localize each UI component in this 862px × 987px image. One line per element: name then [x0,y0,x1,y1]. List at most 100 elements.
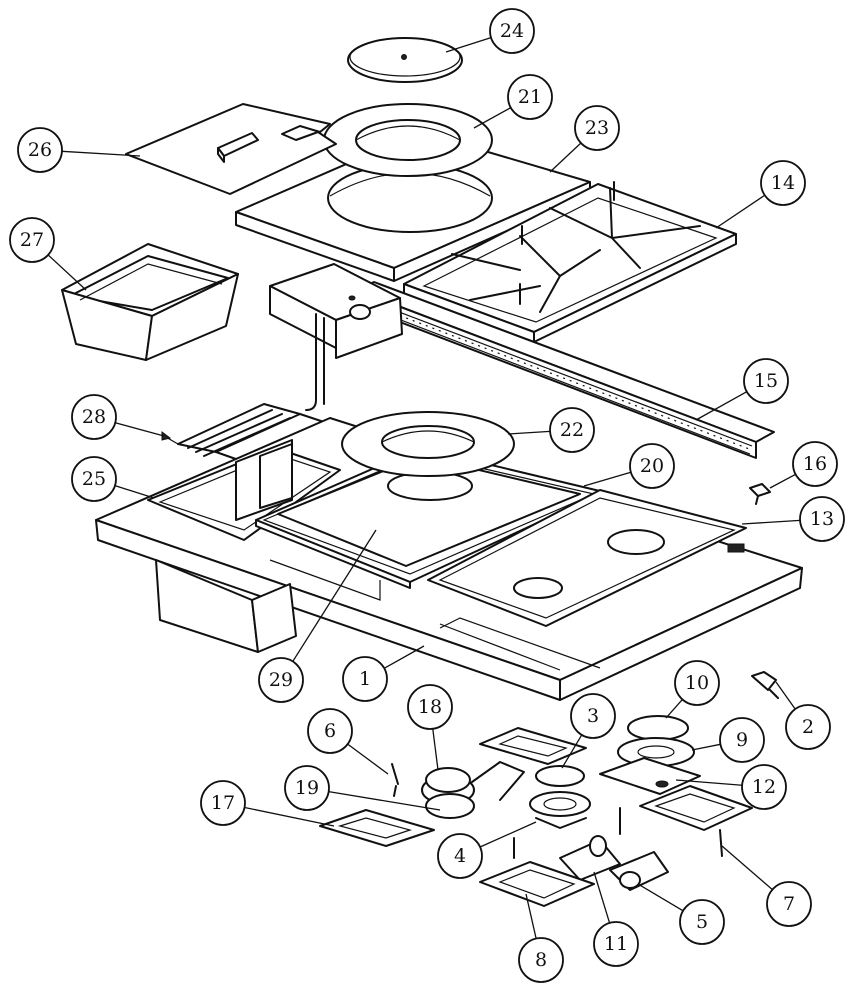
part-23-top-plate [235,131,591,282]
callout-label-14: 14 [771,172,795,194]
leader-line-28 [115,422,165,437]
leader-line-16 [769,473,796,489]
callout-circle-24 [489,8,535,54]
callout-circle-19 [284,765,330,811]
burner-assembly [319,715,753,907]
leader-line-15 [695,391,748,421]
callout-circle-18 [407,684,453,730]
callout-circle-21 [507,74,553,120]
callout-21: 21 [507,74,553,120]
leader-line-3 [561,734,583,769]
leader-line-12 [675,779,743,786]
callout-label-29: 29 [269,669,293,691]
callout-label-28: 28 [82,406,106,428]
callout-label-6: 6 [324,720,336,742]
part-29-center-plate [277,455,581,567]
callout-6: 6 [307,708,353,754]
callout-circle-5 [679,899,725,945]
callout-3: 3 [570,693,616,739]
callout-label-11: 11 [604,933,628,955]
callout-circle-3 [570,693,616,739]
leader-line-27 [47,254,87,291]
leader-line-20 [583,471,632,487]
callout-circle-28 [71,394,117,440]
callout-17: 17 [200,780,246,826]
leader-line-26 [61,150,141,157]
leader-lines [47,37,801,939]
callout-label-4: 4 [454,845,466,867]
leader-line-22 [507,430,551,435]
callout-circle-14 [760,160,806,206]
callout-12: 12 [741,764,787,810]
callout-label-7: 7 [783,893,795,915]
callout-label-15: 15 [754,370,778,392]
callout-circle-4 [437,833,483,879]
leader-line-7 [721,845,773,891]
callout-circle-7 [766,881,812,927]
callout-circle-20 [629,443,675,489]
callout-13: 13 [799,496,845,542]
part-21-ring [323,103,493,177]
callout-7: 7 [766,881,812,927]
leader-line-6 [347,743,389,775]
callout-label-1: 1 [359,668,371,690]
callout-23: 23 [574,105,620,151]
leader-line-1 [383,645,425,669]
callout-19: 19 [284,765,330,811]
part-26-lid-plate [125,103,337,195]
leader-line-9 [691,743,721,751]
callout-14: 14 [760,160,806,206]
callout-label-19: 19 [295,777,319,799]
callout-9: 9 [719,717,765,763]
callout-circle-29 [258,657,304,703]
callout-label-5: 5 [696,911,708,933]
callout-circle-26 [17,127,63,173]
callout-label-25: 25 [82,468,106,490]
callout-20: 20 [629,443,675,489]
control-box [269,263,403,411]
callout-circle-1 [342,656,388,702]
element-housing [235,439,293,521]
callout-label-21: 21 [518,86,542,108]
callout-label-17: 17 [211,792,235,814]
part-13-right-tray [427,489,747,627]
part-24-cover-disc [347,37,463,83]
part-2-clip [751,671,779,699]
callout-circle-25 [71,456,117,502]
callout-28: 28 [71,394,117,440]
callout-circle-13 [799,496,845,542]
callout-27: 27 [9,217,55,263]
callout-label-22: 22 [560,419,584,441]
callout-18: 18 [407,684,453,730]
callout-22: 22 [549,407,595,453]
part-16-clip [749,483,771,505]
callout-circle-6 [307,708,353,754]
callout-circle-2 [785,704,831,750]
leader-line-14 [715,194,766,229]
callout-label-3: 3 [587,705,599,727]
callout-5: 5 [679,899,725,945]
leader-line-13 [741,519,801,525]
callout-circle-23 [574,105,620,151]
leader-line-29 [292,529,377,662]
callout-circle-9 [719,717,765,763]
leader-line-17 [244,806,335,827]
part-22-center-ring [341,411,515,477]
leader-line-10 [665,699,683,719]
part-15-vent-strip [355,281,775,459]
callout-label-10: 10 [685,672,709,694]
callout-8: 8 [518,937,564,983]
callout-label-18: 18 [418,696,442,718]
callout-circle-12 [741,764,787,810]
callout-label-12: 12 [752,776,776,798]
leader-line-24 [445,37,492,53]
part-14-burner-grate [403,181,737,343]
callout-1: 1 [342,656,388,702]
callout-circle-27 [9,217,55,263]
callout-label-24: 24 [500,20,524,42]
leader-line-19 [328,790,441,811]
callout-circle-10 [674,660,720,706]
